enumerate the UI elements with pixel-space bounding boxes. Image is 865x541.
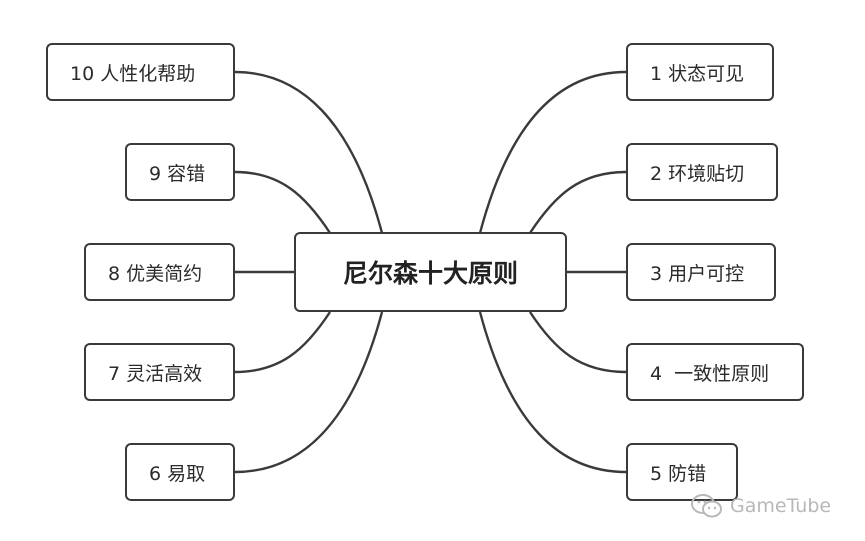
principle-node-6: 6 易取 — [125, 443, 235, 501]
principle-node-4: 4 一致性原则 — [626, 343, 804, 401]
principle-node-8: 8 优美简约 — [84, 243, 235, 301]
watermark-text: GameTube — [730, 495, 832, 517]
principle-label-9: 9 容错 — [149, 162, 206, 185]
principle-label-1: 1 状态可见 — [650, 62, 745, 85]
center-topic: 尼尔森十大原则 — [294, 232, 567, 312]
principle-node-1: 1 状态可见 — [626, 43, 774, 101]
principle-label-10: 10 人性化帮助 — [70, 62, 196, 85]
principle-label-6: 6 易取 — [149, 462, 206, 485]
principle-label-4: 4 一致性原则 — [650, 362, 770, 385]
principle-node-2: 2 环境贴切 — [626, 143, 778, 201]
connector-7 — [234, 311, 332, 374]
principle-node-10: 10 人性化帮助 — [46, 43, 235, 101]
connector-2 — [528, 170, 627, 234]
principle-label-8: 8 优美简约 — [108, 262, 203, 285]
center-topic-label: 尼尔森十大原则 — [342, 259, 518, 288]
connector-6 — [234, 311, 384, 474]
watermark: GameTube — [690, 493, 831, 519]
connector-1 — [478, 70, 627, 234]
principle-label-3: 3 用户可控 — [650, 262, 745, 285]
principle-label-2: 2 环境贴切 — [650, 162, 745, 185]
connector-10 — [234, 70, 384, 234]
wechat-icon — [691, 494, 722, 518]
principle-label-7: 7 灵活高效 — [108, 362, 203, 385]
connector-5 — [478, 311, 627, 474]
principle-node-3: 3 用户可控 — [626, 243, 776, 301]
principle-node-9: 9 容错 — [125, 143, 235, 201]
connector-9 — [234, 170, 332, 234]
principle-node-5: 5 防错 — [626, 443, 738, 501]
connector-4 — [528, 311, 627, 374]
principle-label-5: 5 防错 — [650, 462, 707, 485]
principle-node-7: 7 灵活高效 — [84, 343, 235, 401]
